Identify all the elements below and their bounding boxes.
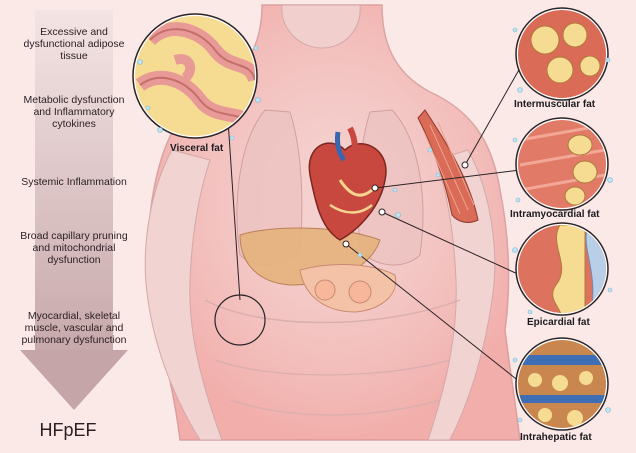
epicardial-fat-inset: [515, 222, 609, 316]
label-intramyocardial-fat: Intramyocardial fat: [510, 209, 600, 220]
shoulder-muscle: [417, 109, 479, 223]
abdomen-marker-circle: [214, 294, 266, 346]
intermuscular-fat-inset: [515, 7, 609, 101]
label-intermuscular-fat: Intermuscular fat: [514, 99, 596, 110]
visceral-fat-inset: [132, 13, 258, 139]
pathway-step-1: Excessive and dysfunctional adipose tiss…: [23, 26, 125, 62]
label-intrahepatic-fat: Intrahepatic fat: [520, 432, 592, 443]
pathway-step-3: Systemic Inflammation: [21, 176, 127, 188]
intrahepatic-fat-inset: [515, 337, 609, 431]
label-visceral-fat: Visceral fat: [170, 143, 224, 154]
cytokine-particles: [137, 27, 613, 423]
pathway-step-2: Metabolic dysfunction and Inflammatory c…: [23, 94, 125, 130]
pathway-step-4: Broad capillary pruning and mitochondria…: [20, 230, 128, 266]
label-epicardial-fat: Epicardial fat: [527, 317, 590, 328]
intestines: [299, 264, 397, 313]
connector-lines: [227, 67, 521, 383]
pathway-arrow: [20, 10, 128, 410]
outcome-hfpef: HFpEF: [39, 420, 97, 440]
heart: [308, 126, 387, 241]
intramyocardial-fat-inset: [515, 117, 609, 211]
pathway-step-5: Myocardial, skeletal muscle, vascular an…: [21, 310, 127, 346]
connector-dots: [342, 161, 469, 248]
